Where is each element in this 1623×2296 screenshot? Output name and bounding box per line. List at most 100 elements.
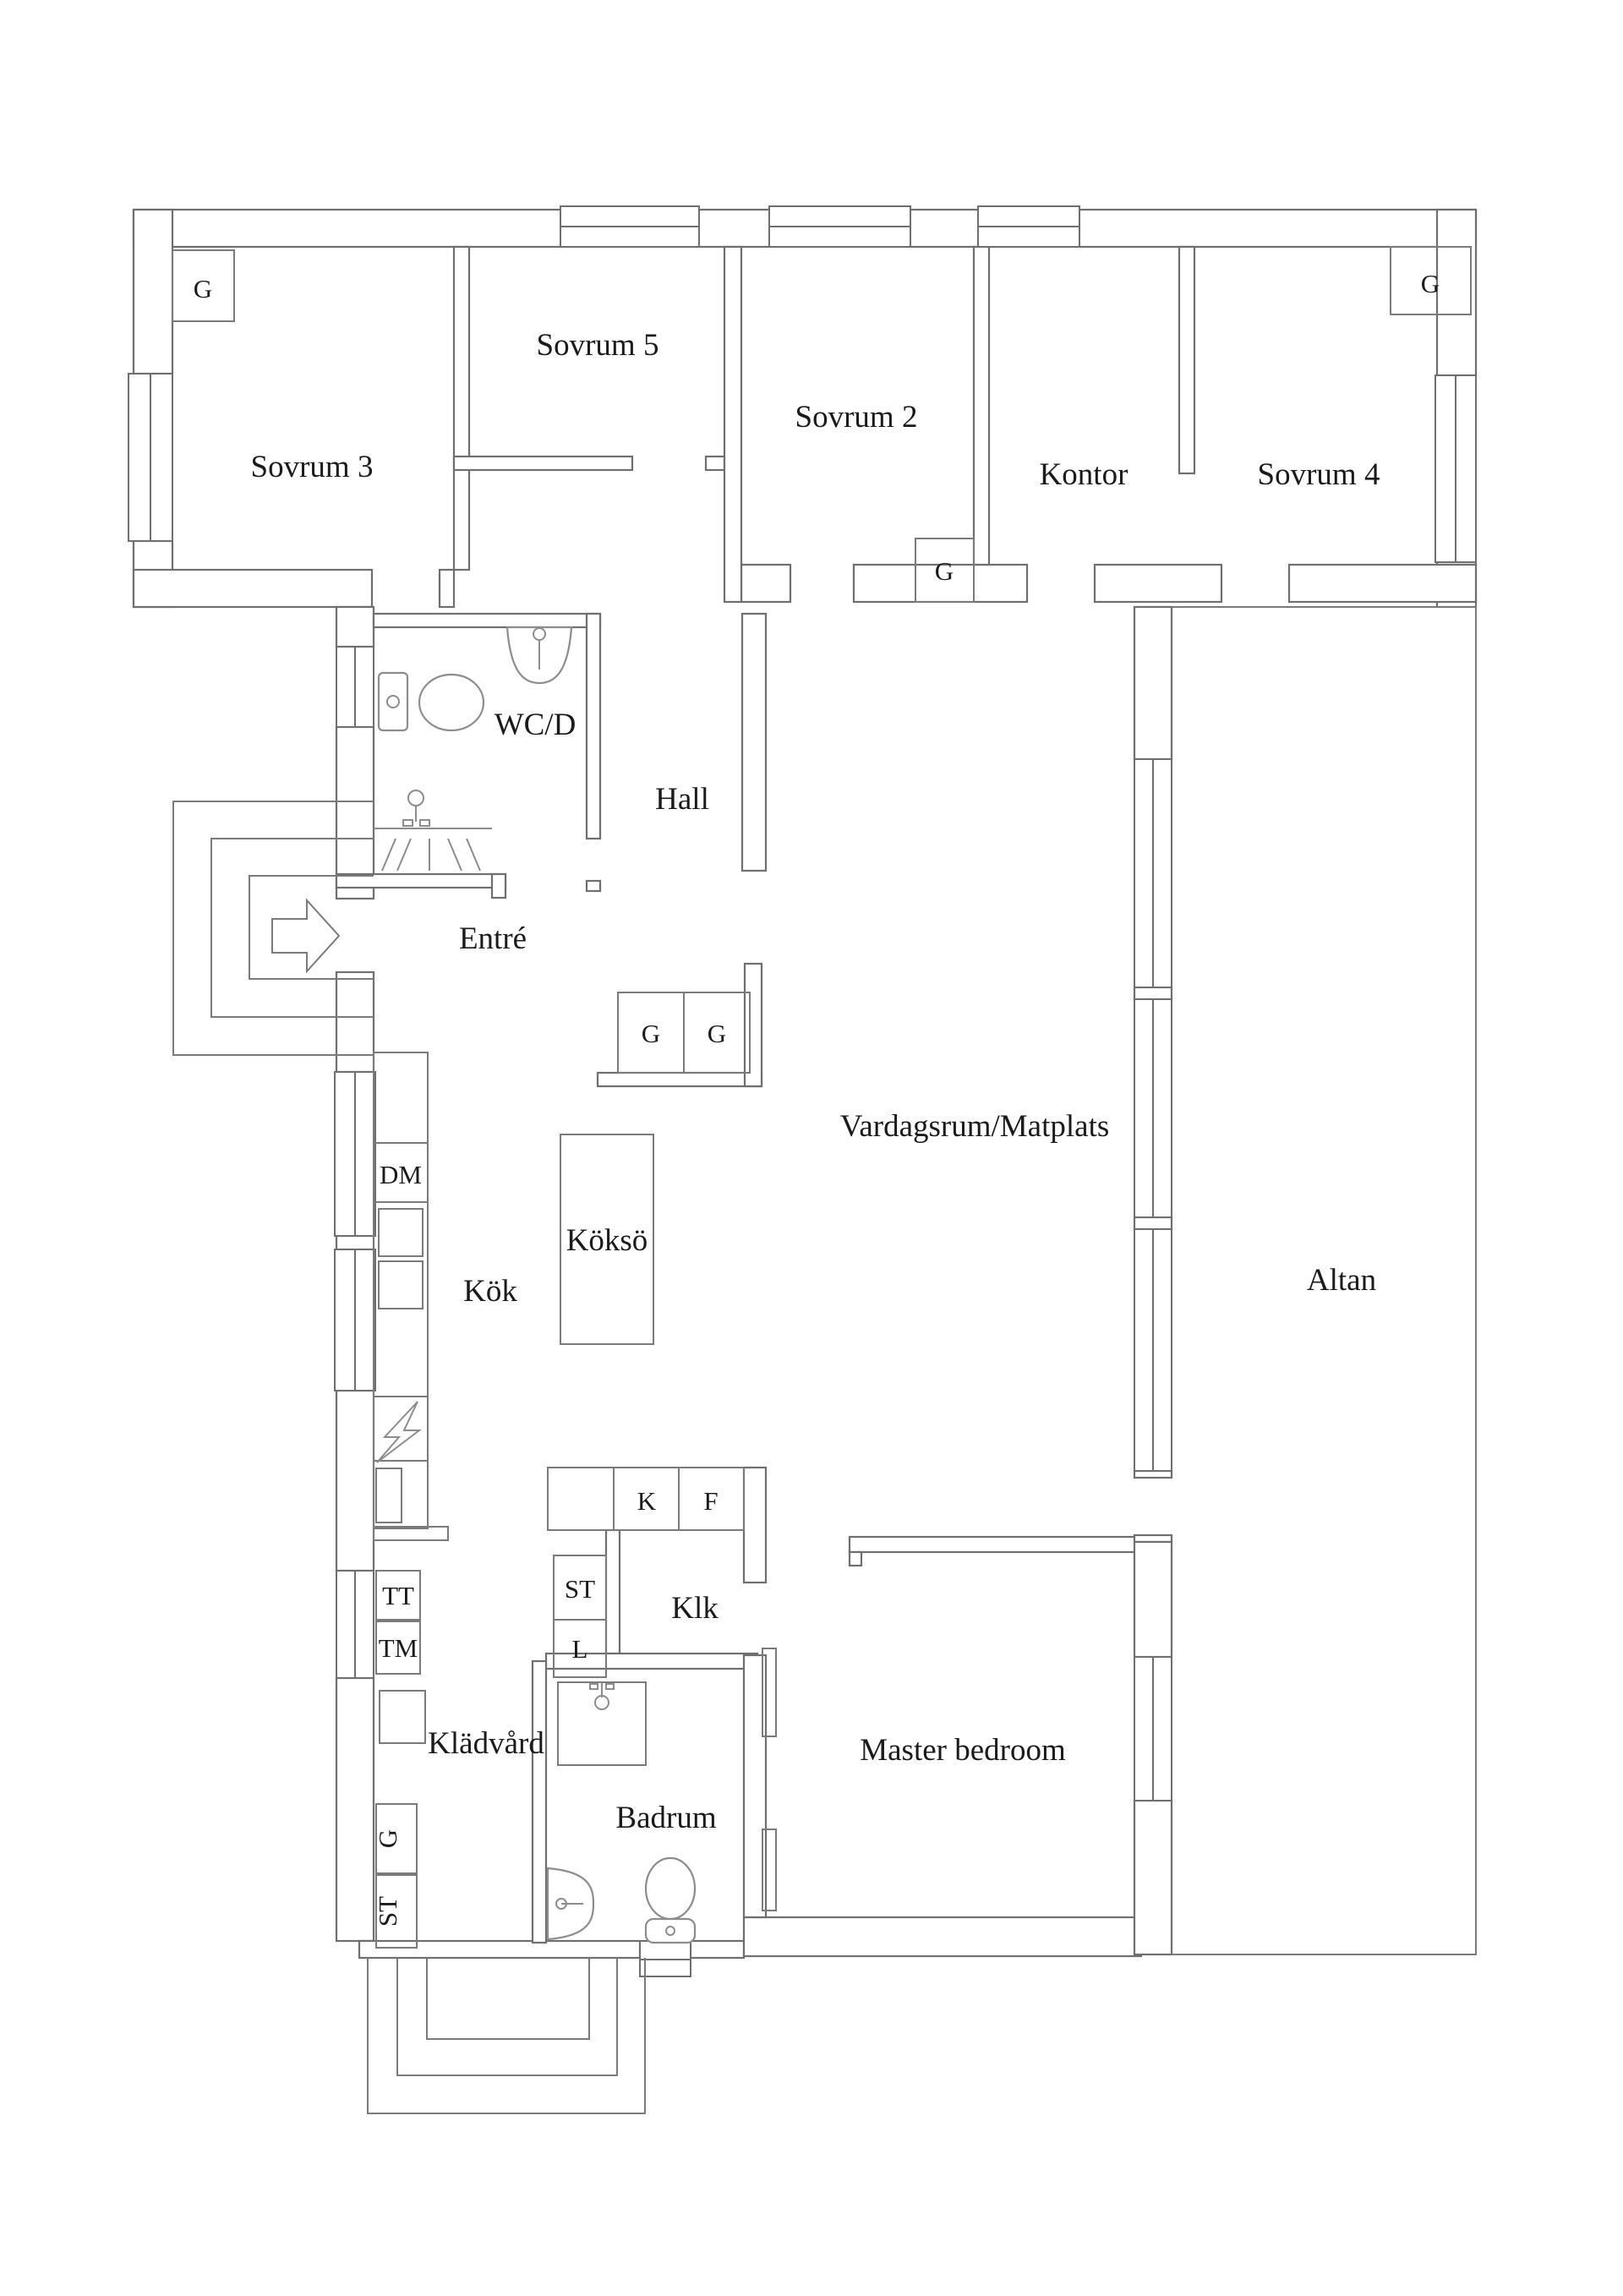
wall-segment [585, 879, 602, 893]
toilet-line [665, 1926, 675, 1936]
wall-segment [723, 245, 743, 604]
wall-segment [438, 568, 456, 609]
porch-line [396, 1958, 618, 2076]
shower-line [594, 1695, 609, 1710]
fixture-labels: G G G G G DM TT TM ST L K F G ST [194, 269, 1440, 1927]
wall-segment [335, 1676, 375, 1943]
toilet-line [377, 671, 409, 732]
shower-line [466, 838, 481, 872]
toilet-line [644, 1856, 697, 1921]
wall-segment [452, 455, 634, 472]
wall-segment [585, 612, 602, 840]
stove-line [376, 1401, 422, 1463]
altan-outline [1172, 606, 1477, 1955]
wall-segment [704, 455, 726, 472]
wall-segment [740, 612, 768, 872]
label-kladvard: Klädvård [428, 1726, 544, 1761]
toilet-line [644, 1917, 697, 1944]
wall-segment [335, 725, 375, 900]
arrow-line [271, 898, 341, 974]
label-g-wardrobe-2: G [708, 1019, 726, 1048]
badrum-shower-icon [557, 1681, 647, 1766]
cabinet-line [375, 1621, 421, 1675]
wall-segment [1133, 1533, 1173, 1544]
cabinet-line [375, 1570, 421, 1621]
wall-segment [596, 1071, 763, 1088]
shower-line [396, 838, 412, 872]
cabinet-line [915, 538, 975, 603]
toilet-line [418, 673, 485, 732]
cabinet-line [762, 1648, 777, 1737]
label-entre: Entré [459, 921, 527, 956]
entry-porch [172, 801, 374, 1056]
wall-segment [335, 605, 375, 648]
wall-segment [1178, 245, 1196, 475]
cabinet-line [375, 1874, 418, 1949]
label-vardagsrum: Vardagsrum/Matplats [840, 1109, 1110, 1144]
wall-segment [531, 1659, 548, 1944]
cabinet-line [1390, 246, 1472, 315]
wall-segment [358, 1939, 642, 1960]
label-altan: Altan [1307, 1263, 1376, 1298]
label-st-pantry: ST [565, 1574, 595, 1604]
wall-segment [1435, 208, 1478, 377]
wall-segment [1093, 563, 1223, 604]
label-badrum: Badrum [615, 1801, 716, 1835]
wall-segment [1133, 1216, 1173, 1231]
label-k: K [637, 1486, 657, 1516]
label-kok: Kök [463, 1274, 517, 1309]
cabinet-line [379, 1690, 426, 1744]
cabinet-line [378, 1260, 424, 1309]
cabinet-line [553, 1619, 607, 1678]
porch-line [367, 1958, 646, 2114]
cabinet-line [547, 1467, 745, 1531]
shower-line [407, 790, 424, 806]
wall-segment [742, 1466, 768, 1584]
wcd-shower-icon [374, 790, 492, 872]
wall-segment [335, 1234, 375, 1251]
wall-segment [743, 962, 763, 1088]
wall-segment [848, 1535, 1143, 1554]
wall-segment [1133, 605, 1173, 761]
entry-arrow-icon [271, 898, 341, 974]
wall-segment [742, 1916, 1143, 1958]
label-st-laundry: ST [373, 1896, 402, 1927]
shower-line [605, 1683, 615, 1690]
wall-segment [490, 872, 507, 899]
stove-icon [376, 1401, 422, 1463]
cabinet-line [375, 1803, 418, 1874]
wall-segment [1287, 563, 1478, 604]
wcd-sink-icon [505, 626, 573, 685]
label-g-laundry: G [373, 1829, 402, 1848]
wall-segment [132, 208, 174, 375]
closets-cabinets [172, 246, 1472, 1949]
cabinet-line [373, 1526, 449, 1541]
wall-segment [1133, 986, 1173, 1001]
wall-segment [852, 563, 1029, 604]
wall-segment [1133, 1799, 1173, 1956]
label-g-sovrum4: G [1421, 269, 1440, 298]
label-kontor: Kontor [1040, 457, 1128, 492]
wall-segment [1133, 1469, 1173, 1479]
shower-line [381, 838, 396, 872]
label-g-sovrum2: G [935, 556, 954, 586]
label-tt: TT [382, 1581, 414, 1610]
label-klk: Klk [671, 1591, 719, 1626]
cabinet-line [378, 1208, 424, 1257]
cabinet-line [762, 1829, 777, 1911]
label-master: Master bedroom [860, 1733, 1066, 1768]
label-sovrum5: Sovrum 5 [537, 328, 659, 363]
room-labels: Sovrum 3 Sovrum 5 Sovrum 2 Kontor Sovrum… [251, 328, 1380, 1835]
wall-segment [372, 612, 602, 629]
cabinet-line [375, 1468, 402, 1523]
label-wcd: WC/D [495, 708, 577, 742]
shower-line [419, 819, 430, 827]
wall-segment [1133, 1540, 1173, 1659]
porch-line [172, 801, 374, 1056]
wall-segment [848, 1550, 863, 1567]
wall-segment [452, 245, 471, 571]
wall-segment [335, 1389, 375, 1572]
cabinet-line [560, 1134, 654, 1345]
